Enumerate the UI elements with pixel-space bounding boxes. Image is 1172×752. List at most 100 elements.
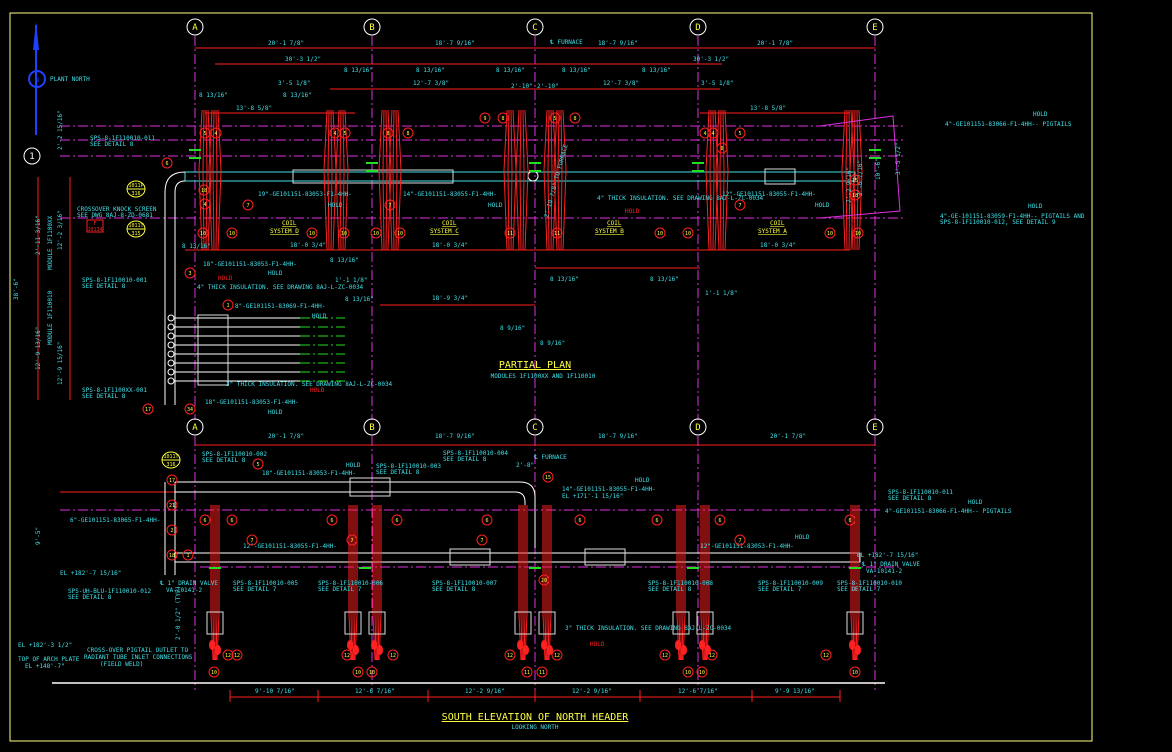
balloon-circle	[479, 112, 491, 124]
plan-item-balloon: 18	[849, 189, 861, 201]
elevation-title: SOUTH ELEVATION OF NORTH HEADER	[442, 712, 630, 723]
ref-tag-bottom: 316	[166, 462, 175, 468]
elevation-subtitle: LOOKING NORTH	[512, 724, 559, 731]
insulation-note: 4" THICK INSULATION. SEE DRAWING 8AJ-L-Z…	[597, 195, 764, 202]
line-tag: 4"-GE101151-83066-F1-4HH-- PIGTAILS	[885, 508, 1012, 515]
balloon-number: 10	[855, 231, 861, 237]
note: SPS-8-1F110010-003	[376, 463, 441, 470]
plan-title: PARTIAL PLAN	[499, 360, 571, 371]
balloon-circle	[820, 649, 832, 661]
ref-tag-bottom: 315	[131, 231, 140, 237]
line-tag: 14"-GE101151-83055-F1-4HH-	[562, 486, 656, 493]
dim: 18'-7 9/16"	[598, 40, 638, 47]
balloon-circle	[184, 267, 196, 279]
elevation-item-balloon: 20	[538, 574, 550, 586]
balloon-number: 18	[169, 553, 175, 559]
elevation-item-balloon: 10	[849, 666, 861, 678]
plan-item-balloon: 5	[199, 127, 211, 139]
plan-item-balloon: 11	[551, 227, 563, 239]
balloon-number: 7	[738, 203, 741, 209]
coil-tube	[724, 109, 729, 251]
note: SEE DETAIL 8	[82, 393, 126, 400]
dim: 20'-1 7/8"	[770, 433, 806, 440]
grid-label: C	[532, 23, 537, 33]
plan-item-balloon: 8	[497, 112, 509, 124]
balloon-circle	[682, 666, 694, 678]
balloon-number: 1	[186, 553, 189, 559]
crossover-note: RADIANT TUBE INLET CONNECTIONS	[84, 654, 193, 661]
balloon-number: 34	[187, 407, 193, 413]
dim: 18'-7 9/16"	[435, 40, 475, 47]
dim: 8 13/16"	[345, 296, 374, 303]
elevation-mark: EL +182'-7 15/16"	[60, 570, 121, 577]
note: SEE DETAIL 8	[90, 141, 134, 148]
coil-tube	[552, 109, 557, 251]
coil-outlet	[855, 645, 861, 655]
plan-item-balloon: 9	[479, 112, 491, 124]
dim: 18'-7 9/16"	[435, 433, 475, 440]
elevation-item-balloon: 12	[659, 649, 671, 661]
pigtail-outline	[819, 115, 901, 219]
plan-item-balloon: 7	[734, 199, 746, 211]
elevation-item-balloon: 11	[536, 666, 548, 678]
elevation-item-balloon: 6	[844, 514, 856, 526]
plan-item-balloon: 8	[382, 127, 394, 139]
dim: 12'-6 7/16"	[678, 688, 718, 695]
balloon-number: 12	[823, 653, 829, 659]
coil-tube	[548, 505, 552, 661]
hold-label: HOLD	[1028, 203, 1043, 210]
plan-item-balloon: 10	[338, 227, 350, 239]
balloon-circle	[252, 458, 264, 470]
hold-label: HOLD	[346, 462, 361, 469]
vdim: 10'-6"	[875, 158, 882, 180]
balloon-circle	[574, 514, 586, 526]
coil-tube	[385, 109, 388, 251]
balloon-circle	[696, 666, 708, 678]
ref-tag-bottom: 10134	[87, 227, 102, 233]
note: SEE DETAIL 8	[376, 469, 420, 476]
balloon-number: 4	[214, 131, 217, 137]
line-tag: 6"-GE101151-83065-F1-4HH-	[70, 517, 160, 524]
coil-tube	[714, 109, 719, 251]
balloon-circle	[481, 514, 493, 526]
balloon-circle	[734, 199, 746, 211]
elevation-item-balloon: 18	[166, 549, 178, 561]
coil-tube	[215, 109, 218, 251]
module-label: MODULE 1F1100XX	[47, 215, 54, 270]
vdim: 7'-2 9/16"	[846, 167, 853, 203]
dim: 9'-9 13/16"	[775, 688, 815, 695]
note: SEE DETAIL 7	[837, 586, 881, 593]
balloon-circle	[402, 127, 414, 139]
hold-label: HOLD	[1033, 111, 1048, 118]
balloon-circle	[654, 227, 666, 239]
plan-item-balloon: 17	[142, 403, 154, 415]
hold-label: HOLD	[328, 202, 343, 209]
balloon-circle	[659, 649, 671, 661]
balloon-circle	[476, 534, 488, 546]
plan-item-balloon: 10	[682, 227, 694, 239]
balloon-circle	[346, 534, 358, 546]
elevation-text: 20'-1 7/8" 18'-7 9/16" 18'-7 9/16" 20'-1…	[18, 433, 1012, 731]
outlet-nozzle	[167, 359, 175, 367]
coil-tube	[706, 505, 710, 661]
dim: 12'-6 7/16"	[355, 688, 395, 695]
pipe-insulation-section	[764, 168, 796, 185]
plan-item-balloon: 34	[184, 403, 196, 415]
balloon-circle	[366, 666, 378, 678]
coil-tube	[335, 109, 340, 251]
geometry-layer	[37, 36, 905, 702]
coil-tube	[524, 109, 529, 251]
vdim: 12'-9 15/16"	[57, 342, 64, 385]
vdim: 2'-0 1/2" (TYP)	[175, 586, 182, 640]
dim: 12'-2 9/16"	[572, 688, 612, 695]
balloon-number: 8	[573, 116, 576, 122]
balloon-circle	[352, 666, 364, 678]
elevation-item-balloon: 15	[542, 471, 554, 483]
outlet-nozzle	[167, 377, 175, 385]
north-arrow-icon	[33, 22, 39, 50]
elevation-item-balloon: 12	[820, 649, 832, 661]
drawing-border	[9, 12, 1093, 742]
balloon-circle	[551, 649, 563, 661]
elevation-item-balloon: 12	[706, 649, 718, 661]
